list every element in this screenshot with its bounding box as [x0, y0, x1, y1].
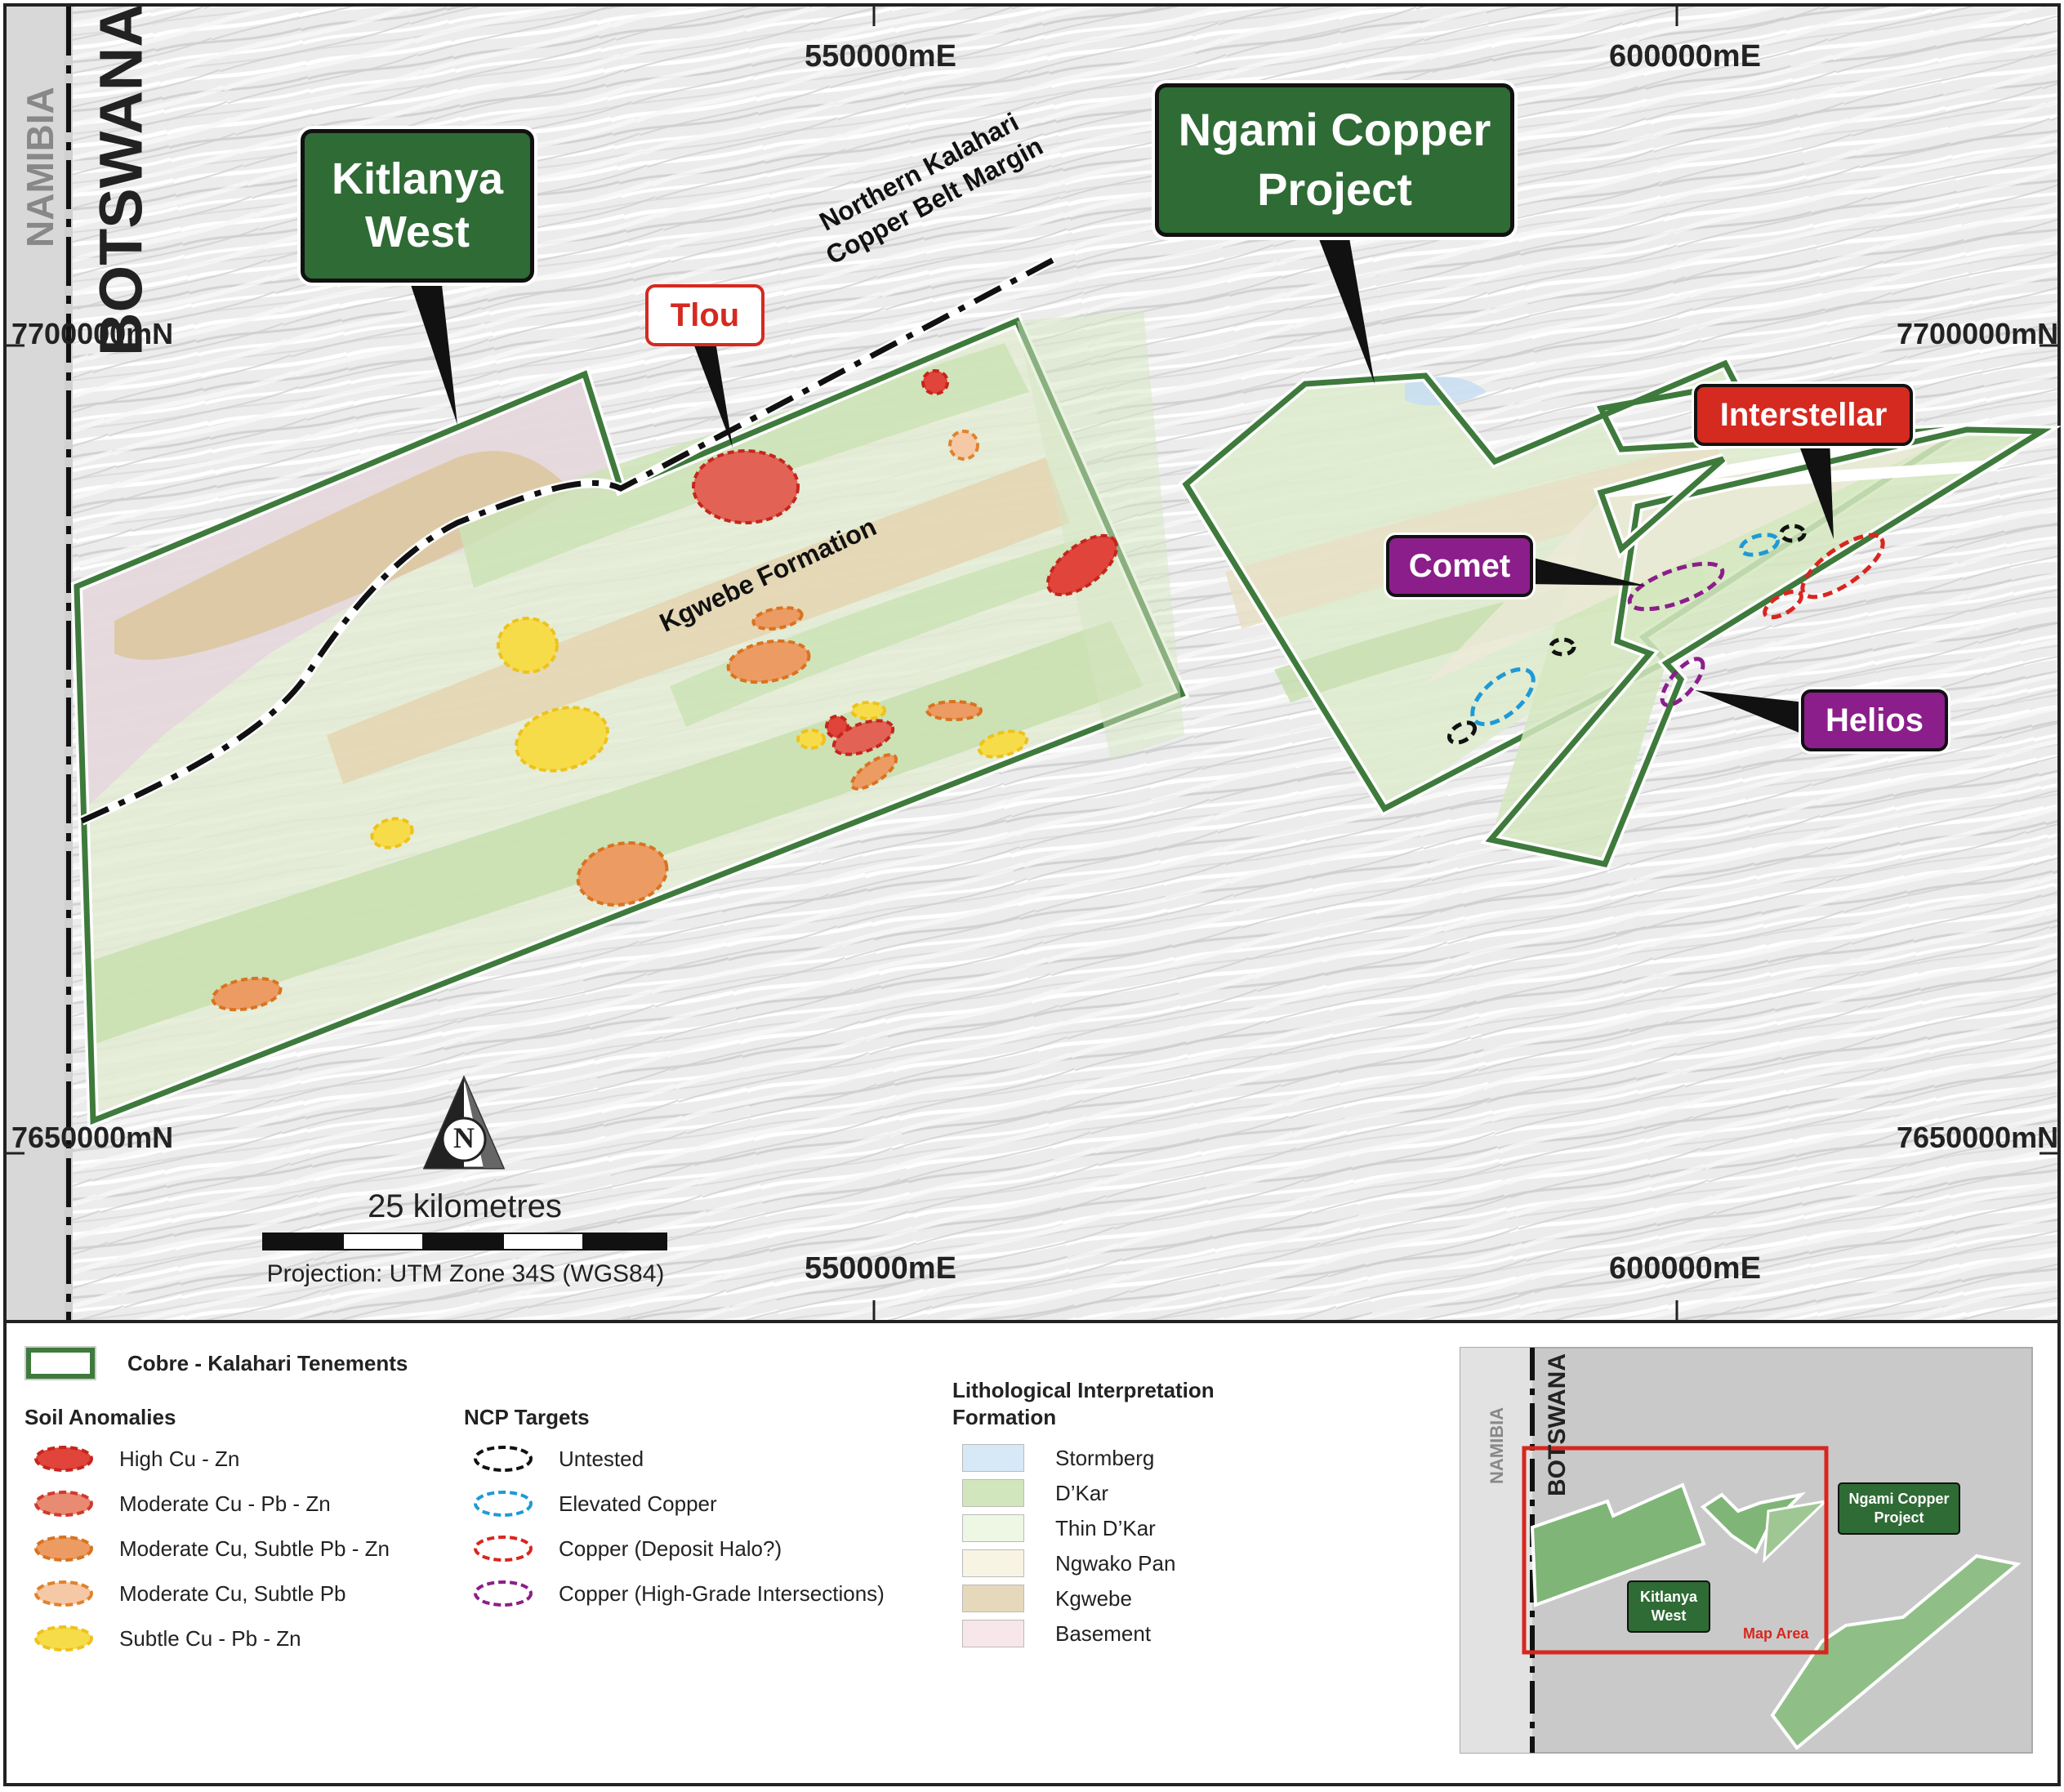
- legend-item: Subtle Cu - Pb - Zn: [33, 1624, 301, 1653]
- swatch-ellipse-icon: [34, 1580, 93, 1607]
- namibia-strip: [7, 7, 69, 1320]
- inset-kitlanya-box: Kitlanya West: [1627, 1580, 1710, 1633]
- legend-item-label: Moderate Cu - Pb - Zn: [119, 1491, 331, 1516]
- inset-map: [1460, 1347, 2033, 1754]
- legend-item: Moderate Cu - Pb - Zn: [33, 1489, 331, 1518]
- legend-color-swatch: [962, 1549, 1024, 1577]
- geology-corridor: [1017, 310, 1184, 760]
- ngami-line1: Ngami Copper: [1178, 104, 1491, 156]
- legend-item: Copper (High-Grade Intersections): [472, 1579, 885, 1608]
- tenement-swatch: [26, 1348, 95, 1379]
- easting-600-bottom: 600000mE: [1609, 1251, 1761, 1286]
- inset-kitlanya-line2: West: [1651, 1607, 1687, 1624]
- north-arrow: [422, 1075, 506, 1170]
- callout-pointers: [408, 229, 1834, 735]
- legend-item: Copper (Deposit Halo?): [472, 1534, 782, 1563]
- grid-ticks: [7, 7, 2057, 1320]
- legend-item: High Cu - Zn: [33, 1444, 239, 1473]
- easting-550-bottom: 550000mE: [805, 1251, 956, 1286]
- inset-map-area-label: Map Area: [1743, 1625, 1809, 1642]
- legend-item: Basement: [962, 1620, 1151, 1647]
- legend-item-label: Kgwebe: [1055, 1585, 1132, 1611]
- tlou-callout[interactable]: Tlou: [645, 284, 765, 346]
- legend-item: Kgwebe: [962, 1585, 1132, 1612]
- ncp-targets-title: NCP Targets: [464, 1405, 590, 1429]
- north-arrow-letter: N: [453, 1121, 475, 1154]
- legend-item-label: High Cu - Zn: [119, 1446, 240, 1471]
- northing-7650-right: 7650000mN: [1897, 1121, 2059, 1154]
- swatch-ellipse-icon: [474, 1580, 533, 1607]
- litho-title: Lithological Interpretation Formation: [952, 1377, 1215, 1430]
- legend-item: Ngwako Pan: [962, 1549, 1175, 1577]
- legend-item-label: Subtle Cu - Pb - Zn: [119, 1625, 301, 1651]
- legend-item-label: Copper (High-Grade Intersections): [559, 1580, 885, 1606]
- swatch-ellipse-icon: [34, 1625, 93, 1652]
- legend-tenements: Cobre - Kalahari Tenements: [26, 1348, 408, 1379]
- interstellar-callout[interactable]: Interstellar: [1694, 384, 1913, 446]
- swatch-ellipse-icon: [34, 1446, 93, 1472]
- soil-anomalies: [211, 369, 1119, 1012]
- legend-item-label: Basement: [1055, 1620, 1152, 1646]
- swatch-ellipse-icon: [34, 1536, 93, 1562]
- legend-item-label: Untested: [559, 1446, 644, 1471]
- legend-item: Stormberg: [962, 1444, 1154, 1472]
- legend-item-label: Moderate Cu, Subtle Pb - Zn: [119, 1536, 390, 1561]
- legend-item: Thin D’Kar: [962, 1514, 1156, 1542]
- inset-namibia-label: NAMIBIA: [1487, 1406, 1507, 1485]
- legend-color-swatch: [962, 1514, 1024, 1542]
- northing-7650-left: 7650000mN: [11, 1121, 174, 1154]
- legend-item-label: Thin D’Kar: [1055, 1515, 1156, 1540]
- legend-item: Moderate Cu, Subtle Pb - Zn: [33, 1534, 390, 1563]
- litho-title-line2: Formation: [952, 1404, 1057, 1429]
- legend-item-label: Elevated Copper: [559, 1491, 717, 1516]
- kitlanya-west-line2: West: [364, 207, 470, 256]
- northing-7700-right: 7700000mN: [1897, 317, 2059, 350]
- legend-item: D’Kar: [962, 1479, 1108, 1507]
- inset-botswana-label: BOTSWANA: [1544, 1353, 1571, 1497]
- scale-bar: [262, 1233, 667, 1250]
- inset-ngami-line2: Project: [1874, 1509, 1924, 1526]
- inset-ngami-box: Ngami Copper Project: [1838, 1482, 1960, 1535]
- ngami-copper-callout[interactable]: Ngami Copper Project: [1155, 83, 1514, 237]
- swatch-ellipse-icon: [34, 1491, 93, 1517]
- swatch-ellipse-icon: [474, 1536, 533, 1562]
- legend-color-swatch: [962, 1620, 1024, 1647]
- projection-label: Projection: UTM Zone 34S (WGS84): [266, 1260, 665, 1287]
- soil-anomalies-title: Soil Anomalies: [25, 1405, 176, 1429]
- litho-title-line1: Lithological Interpretation: [952, 1378, 1215, 1402]
- swatch-ellipse-icon: [474, 1446, 533, 1472]
- swatch-ellipse-icon: [474, 1491, 533, 1517]
- tenements-label: Cobre - Kalahari Tenements: [127, 1350, 408, 1375]
- legend-color-swatch: [962, 1585, 1024, 1612]
- botswana-label: BOTSWANA: [87, 3, 155, 356]
- legend-color-swatch: [962, 1479, 1024, 1507]
- inset-ngami-line1: Ngami Copper: [1848, 1490, 1950, 1507]
- namibia-label: NAMIBIA: [19, 87, 61, 248]
- copper-belt-margin-line: [80, 256, 1055, 824]
- legend-item: Untested: [472, 1444, 644, 1473]
- legend-item-label: Copper (Deposit Halo?): [559, 1536, 782, 1561]
- ngami-copper-tenement[interactable]: [1178, 356, 2062, 871]
- legend-item: Moderate Cu, Subtle Pb: [33, 1579, 346, 1608]
- legend-item-label: D’Kar: [1055, 1480, 1109, 1505]
- legend-item-label: Ngwako Pan: [1055, 1550, 1176, 1576]
- kitlanya-west-callout[interactable]: Kitlanya West: [301, 129, 534, 283]
- comet-callout[interactable]: Comet: [1386, 535, 1533, 597]
- ngami-line2: Project: [1257, 163, 1412, 215]
- inset-kitlanya-line1: Kitlanya: [1639, 1588, 1698, 1605]
- legend-item-label: Stormberg: [1055, 1445, 1155, 1470]
- legend-item: Elevated Copper: [472, 1489, 717, 1518]
- easting-600-top: 600000mE: [1609, 39, 1761, 74]
- legend-color-swatch: [962, 1444, 1024, 1472]
- legend-item-label: Moderate Cu, Subtle Pb: [119, 1580, 346, 1606]
- kitlanya-west-line1: Kitlanya: [331, 154, 504, 204]
- scale-label: 25 kilometres: [368, 1188, 562, 1224]
- northing-7700-left: 7700000mN: [11, 317, 174, 350]
- easting-550-top: 550000mE: [805, 39, 956, 74]
- helios-callout[interactable]: Helios: [1801, 689, 1948, 751]
